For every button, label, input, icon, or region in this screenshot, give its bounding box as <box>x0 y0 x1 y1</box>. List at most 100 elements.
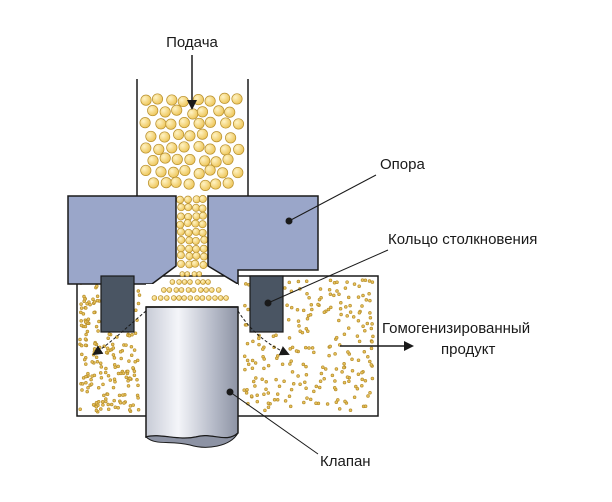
particle <box>184 154 196 166</box>
particle <box>251 339 255 344</box>
particle <box>78 407 82 411</box>
particle <box>93 341 97 346</box>
particle <box>145 130 157 142</box>
particle <box>184 195 192 204</box>
particle <box>342 380 347 385</box>
particle <box>209 287 215 293</box>
particle <box>369 346 374 351</box>
particle <box>305 396 309 400</box>
impact-ring-leader-dot <box>264 299 272 307</box>
particle <box>86 386 90 390</box>
particle <box>133 331 138 336</box>
particle <box>277 384 282 389</box>
particle <box>122 401 126 405</box>
particle <box>170 176 182 188</box>
particle <box>287 394 292 398</box>
particle <box>104 399 108 404</box>
particle <box>193 117 205 129</box>
particle <box>79 323 84 328</box>
particle <box>153 143 165 155</box>
particle <box>310 307 314 312</box>
particle <box>363 404 368 409</box>
particle <box>191 219 200 228</box>
particle <box>242 388 246 392</box>
particle <box>297 324 301 328</box>
particle <box>222 177 234 189</box>
particle <box>262 357 266 361</box>
particle <box>176 220 185 229</box>
particle <box>85 389 89 394</box>
particle <box>317 297 322 302</box>
particle <box>101 382 105 387</box>
particle <box>304 364 308 369</box>
particle <box>136 408 141 412</box>
valve-seat-left <box>67 195 177 285</box>
particle <box>132 348 137 352</box>
particle <box>116 371 121 376</box>
particle <box>160 177 172 189</box>
particle <box>303 345 308 350</box>
particle <box>176 227 185 236</box>
particle <box>112 377 117 381</box>
particle <box>321 365 325 369</box>
particle <box>217 167 229 179</box>
particle <box>113 405 118 410</box>
particle <box>369 326 374 331</box>
particle <box>312 350 316 355</box>
product-label-line2: продукт <box>441 341 495 358</box>
particle <box>178 117 190 129</box>
particle <box>304 279 309 283</box>
particle <box>355 334 360 338</box>
particle <box>335 289 339 293</box>
particle <box>177 244 185 253</box>
particle <box>199 155 211 167</box>
particle <box>243 303 247 308</box>
particle <box>260 377 264 381</box>
particle <box>304 386 308 390</box>
particle <box>99 375 104 380</box>
particle <box>206 295 212 301</box>
particle <box>116 405 120 410</box>
particle <box>177 259 185 268</box>
particle <box>346 326 351 330</box>
particle <box>184 203 193 212</box>
particle <box>222 153 234 165</box>
particle <box>102 393 106 398</box>
particle <box>337 407 342 411</box>
particle <box>339 301 343 305</box>
particle <box>92 347 97 351</box>
seat-label: Опора <box>380 156 425 173</box>
particle <box>111 385 116 390</box>
particle <box>275 354 280 358</box>
particle <box>289 305 294 310</box>
particle <box>194 295 200 301</box>
particle <box>92 310 96 315</box>
particle <box>95 294 100 299</box>
particle <box>357 284 361 288</box>
particle <box>193 140 205 153</box>
particle <box>333 352 337 356</box>
particle <box>356 372 361 376</box>
particle <box>84 332 88 337</box>
particle <box>334 400 339 404</box>
particle <box>127 408 132 412</box>
particle <box>339 312 343 317</box>
particle <box>196 106 209 118</box>
particle <box>192 245 201 253</box>
particle <box>360 304 364 308</box>
particle <box>253 384 257 388</box>
particle <box>290 370 295 374</box>
particle <box>370 280 375 284</box>
particle <box>329 305 333 310</box>
particle <box>178 141 190 153</box>
particle <box>97 319 101 324</box>
particle <box>80 382 85 386</box>
particle <box>262 366 266 371</box>
particle <box>119 356 123 361</box>
particle <box>91 297 95 301</box>
particle <box>106 407 111 412</box>
particle <box>291 382 296 386</box>
particle <box>283 399 288 403</box>
particle <box>305 317 310 321</box>
particle <box>178 287 185 293</box>
